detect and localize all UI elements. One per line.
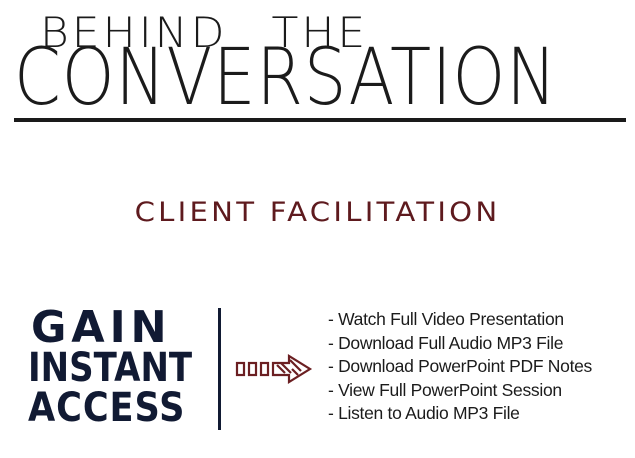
gain-line-2: INSTANT	[28, 345, 193, 391]
gain-line-3: ACCESS	[28, 385, 186, 431]
vertical-divider	[218, 308, 221, 430]
striped-arrow-icon	[235, 354, 313, 384]
header-word-behind: BEHIND	[40, 9, 228, 58]
list-item-listen-audio[interactable]: - Listen to Audio MP3 File	[328, 403, 520, 423]
gain-line-1: GAIN	[31, 302, 172, 353]
list-item-view-powerpoint[interactable]: - View Full PowerPoint Session	[328, 379, 562, 400]
section-title: CLIENT FACILITATION	[134, 197, 501, 228]
list-item-download-audio[interactable]: - Download Full Audio MP3 File	[328, 332, 564, 353]
access-features-list: - Watch Full Video Presentation - Downlo…	[328, 308, 628, 426]
gain-access-heading: GAIN INSTANT ACCESS	[28, 302, 218, 432]
header-divider	[14, 118, 626, 122]
list-item-download-pdf[interactable]: - Download PowerPoint PDF Notes	[328, 356, 593, 376]
header-word-the: THE	[271, 9, 369, 58]
header-title: CONVERSATION	[14, 33, 558, 123]
list-item-watch-video[interactable]: - Watch Full Video Presentation	[328, 309, 564, 329]
